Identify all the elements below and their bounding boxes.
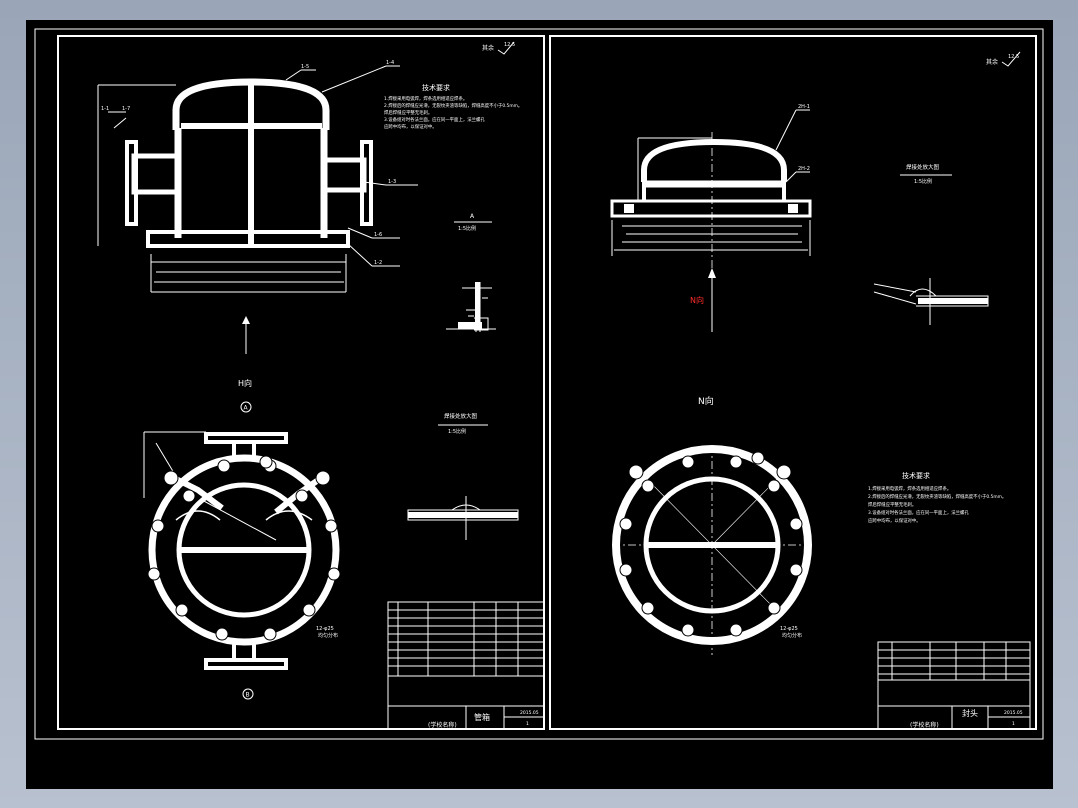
right-detail-label: 焊接处放大图: [906, 163, 940, 171]
leader-label-1-7: 1-7: [122, 106, 130, 112]
left-front-section-view: [97, 65, 418, 293]
drawing-svg: 1-5 1-4 1-3 1-6 1-2 1-1 1-7 其余 12.5 技术要求…: [34, 28, 1044, 740]
left-weld-detail-scale: 1:5比例: [448, 428, 466, 435]
left-tech-line-1: 1.焊接采用电弧焊，焊条选用相适应焊条。: [384, 95, 467, 102]
left-plan-view: [143, 431, 340, 670]
leader-label-1-5: 1-5: [301, 64, 309, 70]
left-circle-marker-b: [242, 688, 254, 700]
right-sheet-border: [549, 35, 1037, 730]
right-bolt-note-1: 12-φ25: [780, 626, 798, 632]
right-arrow-label-red: N向: [690, 295, 704, 305]
left-roughness-value: 12.5: [504, 42, 515, 48]
right-title-block: [877, 641, 1031, 730]
left-title-date: 2015.05: [520, 710, 539, 716]
left-circle-b-text: B: [246, 692, 250, 699]
right-tech-line-1: 1.焊接采用电弧焊，焊条选用相适应焊条。: [868, 485, 951, 492]
left-roughness-symbol: [497, 41, 515, 55]
right-roughness-value: 12.5: [1008, 54, 1019, 60]
left-circle-a-text: A: [244, 405, 249, 412]
right-bolt-note-2: 均匀分布: [782, 632, 802, 639]
right-title-name: 封头: [962, 708, 978, 718]
left-bolt-holes: [147, 455, 341, 641]
left-roughness-label: 其余: [482, 44, 494, 52]
left-tech-title: 技术要求: [422, 83, 450, 92]
right-tech-line-5: 应跨中均布，以保证对中。: [868, 517, 921, 524]
right-title-school: (学校名称): [910, 721, 939, 729]
left-title-scale: 1: [526, 721, 529, 727]
left-tech-line-5: 应跨中均布，以保证对中。: [384, 123, 437, 130]
outer-border: [34, 28, 1044, 740]
left-title-name: 管箱: [474, 712, 490, 722]
left-sheet-border: [57, 35, 545, 730]
right-head-section-view: [610, 109, 812, 270]
right-tech-line-2: 2.焊接后的焊缝应光滑，无裂纹夹渣等缺陷，焊缝高度不小于0.5mm。: [868, 493, 1006, 500]
left-detail-scale-a: 1:5比例: [458, 225, 476, 232]
left-tech-line-2: 2.焊接后的焊缝应光滑，无裂纹夹渣等缺陷，焊缝高度不小于0.5mm。: [384, 102, 522, 109]
leader-label-1-3: 1-3: [388, 179, 396, 185]
left-detail-label-a: A: [470, 213, 475, 220]
right-detail-scale: 1:5比例: [914, 178, 932, 185]
right-roughness-label: 其余: [986, 58, 998, 66]
left-tech-line-4: 3.设备组对时各法兰面，应在同一平面上，法兰螺孔: [384, 116, 485, 123]
leader-label-1-2: 1-2: [374, 260, 382, 266]
left-view-label-h: H向: [238, 378, 252, 388]
cad-viewport[interactable]: 1-5 1-4 1-3 1-6 1-2 1-1 1-7 其余 12.5 技术要求…: [26, 20, 1053, 789]
left-bolt-note-2: 均匀分布: [318, 632, 338, 639]
leader-label-1-1: 1-1: [101, 106, 109, 112]
left-weld-detail-label: 焊接处放大图: [444, 412, 478, 420]
right-view-label-n: N向: [698, 395, 714, 407]
right-head-flange-hatch: [624, 204, 798, 213]
right-leader-2h-2: 2H-2: [798, 166, 810, 172]
left-title-school: (学校名称): [428, 721, 457, 729]
right-bolt-holes: [619, 451, 803, 637]
right-title-date: 2015.05: [1004, 710, 1023, 716]
right-leader-2h-1: 2H-1: [798, 104, 810, 110]
left-title-block: [387, 601, 545, 730]
left-circle-marker-a: [240, 401, 252, 413]
right-roughness-symbol: [1001, 51, 1021, 67]
right-title-scale: 1: [1012, 721, 1015, 727]
left-tech-line-3: 焊后焊缝应平整无毛刺。: [384, 109, 432, 116]
left-bolt-note-1: 12-φ25: [316, 626, 334, 632]
right-tech-title: 技术要求: [902, 471, 930, 480]
leader-label-1-4: 1-4: [386, 60, 394, 66]
leader-label-1-6: 1-6: [374, 232, 382, 238]
right-tech-line-3: 焊后焊缝应平整无毛刺。: [868, 501, 916, 508]
right-tech-line-4: 3.设备组对时各法兰面，应在同一平面上，法兰螺孔: [868, 509, 969, 516]
right-plan-view: [612, 445, 812, 655]
